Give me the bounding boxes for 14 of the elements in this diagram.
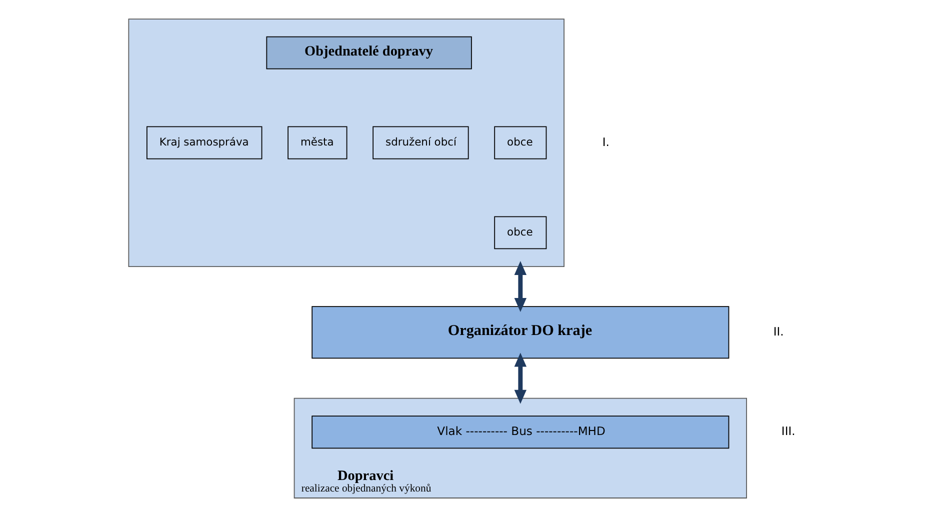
cluster (128, 18, 564, 267)
arrow (514, 260, 526, 312)
node-box: Vlak ---------- Bus ----------MHD (311, 416, 729, 449)
label: II. (772, 324, 784, 338)
label: I. (602, 134, 609, 149)
node-box: sdružení obcí (372, 126, 468, 160)
arrow (514, 352, 526, 404)
node-box: Objednatelé dopravy (266, 36, 472, 70)
label: III. (780, 424, 795, 438)
node-box: obce (494, 126, 546, 160)
node-box: města (287, 126, 347, 160)
node-box: obce (494, 216, 546, 250)
node-box: Kraj samospráva (146, 126, 262, 160)
node-box: Organizátor DO kraje (311, 306, 729, 359)
